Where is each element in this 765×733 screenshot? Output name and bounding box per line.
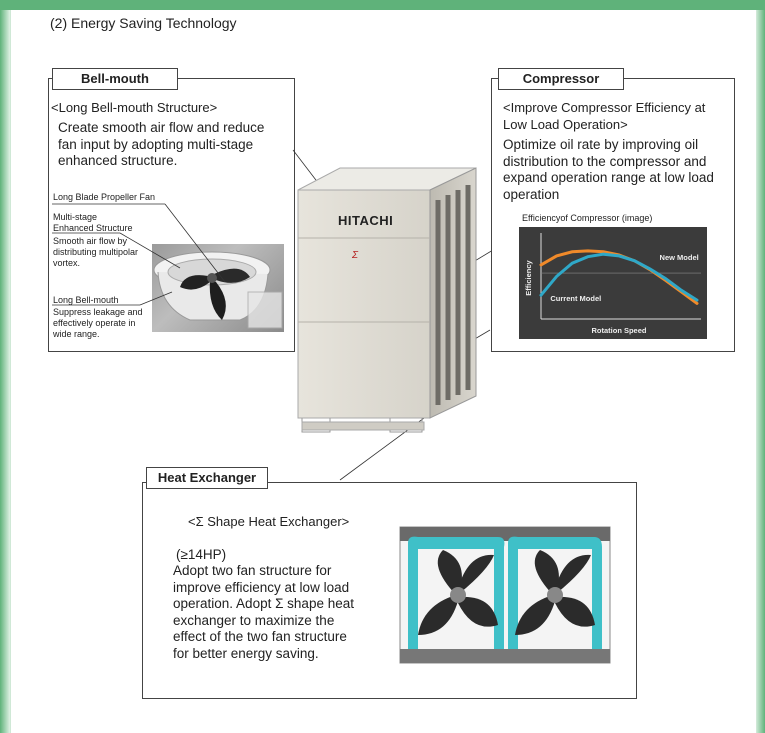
callout-multistage-title: Multi-stage [53, 212, 98, 222]
y-axis-label: Efficiency [524, 259, 533, 295]
bellmouth-fan-illustration [153, 251, 283, 329]
heat-exchanger-hp: (≥14HP) [176, 547, 227, 562]
heat-exchanger-heading: <Σ Shape Heat Exchanger> [188, 514, 350, 529]
series-label-new-model: New Model [660, 253, 699, 262]
compressor-tag: Compressor [498, 68, 624, 90]
brand-logo: HITACHI [338, 213, 394, 228]
compressor-heading: <Improve Compressor Efficiency at Low Lo… [503, 100, 706, 132]
unit-badge: Σ [352, 250, 358, 261]
callout-multistage-sub: Enhanced Structure [53, 223, 133, 233]
bellmouth-body: Create smooth air flow and reduce fan in… [58, 120, 265, 168]
bellmouth-heading: <Long Bell-mouth Structure> [51, 100, 218, 115]
series-label-current-model: Current Model [550, 294, 601, 303]
chart-caption: Efficiencyof Compressor (image) [522, 213, 653, 223]
section-title: (2) Energy Saving Technology [50, 15, 237, 31]
callout-long-bellmouth-title: Long Bell-mouth [53, 295, 119, 305]
two-fan-exchanger-illustration [399, 526, 611, 664]
callout-long-bellmouth-sub: Suppress leakage and effectively operate… [53, 307, 143, 339]
callout-smooth-airflow: Smooth air flow by distributing multipol… [53, 236, 139, 268]
outdoor-unit-illustration [297, 167, 477, 433]
bellmouth-tag: Bell-mouth [52, 68, 178, 90]
heat-exchanger-tag: Heat Exchanger [146, 467, 268, 489]
callout-propeller-fan: Long Blade Propeller Fan [53, 192, 156, 202]
heat-exchanger-body: Adopt two fan structure for improve effi… [173, 563, 354, 661]
x-axis-label: Rotation Speed [591, 326, 646, 335]
series-line-current-model [539, 252, 699, 302]
compressor-body: Optimize oil rate by improving oil distr… [503, 137, 714, 202]
